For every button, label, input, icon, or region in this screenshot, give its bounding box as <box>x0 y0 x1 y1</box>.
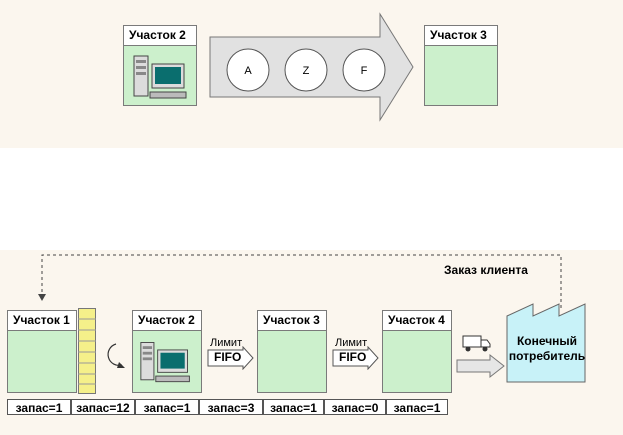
queue-label-z: Z <box>303 65 310 77</box>
queue-item-f <box>342 48 386 92</box>
station-title: Участок 2 <box>133 311 201 331</box>
station-4: Участок 4 <box>382 310 452 393</box>
customer-line-1: Конечный <box>517 334 577 348</box>
station-title: Участок 1 <box>8 311 76 331</box>
top-station-2: Участок 2 <box>123 25 197 106</box>
order-feedback-line <box>38 254 562 308</box>
station-2: Участок 2 <box>132 310 202 393</box>
station-3: Участок 3 <box>257 310 327 393</box>
inventory-cell: запас=1 <box>263 399 324 415</box>
station-title: Участок 2 <box>124 26 196 46</box>
pull-arrow-icon <box>107 343 125 368</box>
queue-label-f: F <box>361 65 368 77</box>
fifo-text: FIFO <box>214 350 242 364</box>
queue-arrow: A Z F <box>209 12 414 122</box>
customer-factory-icon: Конечный потребитель <box>506 303 586 383</box>
station-body <box>8 331 76 392</box>
station-body <box>425 46 497 105</box>
supermarket-buffer <box>78 308 96 394</box>
queue-label-a: A <box>244 65 252 77</box>
station-title: Участок 3 <box>425 26 497 46</box>
station-body <box>124 46 196 105</box>
computer-icon <box>133 55 187 99</box>
inventory-cell: запас=1 <box>386 399 448 415</box>
station-title: Участок 4 <box>383 311 451 331</box>
inventory-cell: запас=1 <box>135 399 199 415</box>
order-label: Заказ клиента <box>444 263 528 277</box>
fifo-arrow-1 <box>207 346 254 370</box>
inventory-cell: запас=12 <box>71 399 135 415</box>
station-1: Участок 1 <box>7 310 77 393</box>
queue-item-a <box>226 48 270 92</box>
truck-icon <box>462 335 491 352</box>
fifo-limit-label: Лимит <box>210 337 243 349</box>
computer-icon <box>140 342 190 383</box>
queue-item-z <box>284 48 328 92</box>
customer-line-2: потребитель <box>509 349 585 363</box>
shipping-arrow <box>456 353 505 379</box>
fifo-arrow-2 <box>332 346 379 370</box>
top-station-3: Участок 3 <box>424 25 498 106</box>
fifo-limit-label: Лимит <box>335 337 368 349</box>
inventory-cell: запас=1 <box>7 399 71 415</box>
fifo-text: FIFO <box>339 350 367 364</box>
station-body <box>258 331 326 392</box>
inventory-cell: запас=0 <box>324 399 386 415</box>
station-body <box>383 331 451 392</box>
station-body <box>133 331 201 392</box>
inventory-cell: запас=3 <box>199 399 263 415</box>
station-title: Участок 3 <box>258 311 326 331</box>
